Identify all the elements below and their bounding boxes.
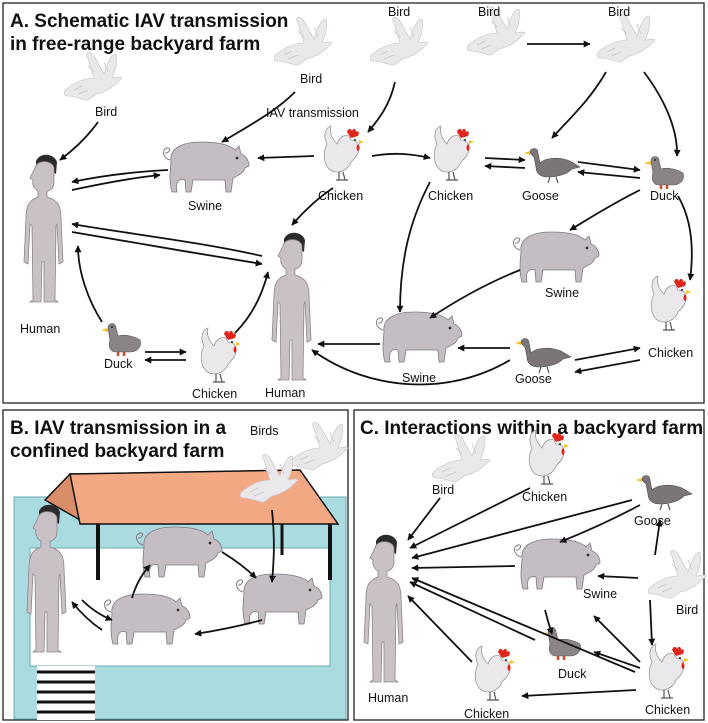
goose-icon — [523, 147, 581, 184]
panel-b-frame — [2, 409, 349, 721]
label-bird-top1: Bird — [388, 5, 410, 19]
wild-bird-icon — [596, 13, 656, 63]
wild-bird-icon — [289, 421, 349, 471]
human-icon — [363, 534, 404, 683]
label-goose-top: Goose — [522, 189, 559, 203]
chicken-icon — [200, 327, 242, 383]
goose-icon — [514, 337, 572, 374]
goose-icon — [635, 474, 693, 511]
panel-c-title: C. Interactions within a backyard farm — [360, 418, 703, 439]
label-swine-left: Swine — [188, 199, 222, 213]
label-iav-transmission: IAV transmission — [266, 106, 359, 120]
label-c-human: Human — [368, 691, 408, 705]
pig-icon — [162, 141, 250, 193]
chicken-icon — [474, 645, 516, 701]
label-goose-bottom: Goose — [515, 372, 552, 386]
duck-icon — [99, 322, 142, 358]
label-swine-right: Swine — [545, 286, 579, 300]
label-c-chicken-top: Chicken — [522, 490, 567, 504]
label-chicken-right: Chicken — [428, 189, 473, 203]
pig-icon — [512, 231, 600, 283]
human-icon — [271, 232, 312, 381]
label-chicken-far-right: Chicken — [648, 346, 693, 360]
label-c-bird-top: Bird — [432, 483, 454, 497]
label-bird-top2: Bird — [478, 5, 500, 19]
label-human-left: Human — [20, 322, 60, 336]
human-icon — [23, 154, 64, 303]
panel-a-frame — [2, 2, 705, 404]
panel-a-arrows — [59, 40, 695, 386]
wild-bird-icon — [431, 433, 491, 483]
pig-icon — [375, 311, 463, 363]
panel-c-frame — [353, 409, 705, 721]
label-bird-left: Bird — [95, 105, 117, 119]
panel-c-arrows — [407, 487, 663, 700]
wild-bird-icon — [369, 16, 429, 66]
label-human-center: Human — [265, 386, 305, 400]
label-bird-mid: Bird — [300, 72, 322, 86]
label-duck-bottom: Duck — [104, 357, 133, 371]
chicken-icon — [433, 125, 475, 181]
chicken-icon — [648, 643, 690, 699]
label-c-duck: Duck — [558, 667, 587, 681]
label-c-chicken-bottom-right: Chicken — [645, 703, 690, 717]
label-c-bird-right: Bird — [676, 603, 698, 617]
panel-a-title-line2: in free-range backyard farm — [10, 34, 260, 55]
pig-icon — [513, 538, 601, 590]
panel-b-title-line2: confined backyard farm — [10, 441, 224, 462]
label-birds: Birds — [250, 424, 278, 438]
label-c-goose: Goose — [634, 514, 671, 528]
chicken-icon — [650, 275, 692, 331]
label-duck-right: Duck — [650, 189, 679, 203]
panel-b-title-line1: B. IAV transmission in a — [10, 418, 227, 439]
label-bird-top3: Bird — [608, 5, 630, 19]
chicken-icon — [323, 125, 365, 181]
wild-bird-icon — [63, 51, 123, 101]
duck-icon — [539, 626, 582, 662]
label-chicken-bottom: Chicken — [192, 387, 237, 401]
panel-a-title-line1: A. Schematic IAV transmission — [10, 11, 288, 32]
label-swine-bottom: Swine — [402, 371, 436, 385]
label-c-chicken-bottom-left: Chicken — [464, 707, 509, 721]
duck-icon — [642, 155, 685, 191]
label-c-swine: Swine — [583, 587, 617, 601]
wild-bird-icon — [647, 549, 707, 599]
panel-b-arrows — [71, 509, 277, 637]
label-chicken-center: Chicken — [318, 189, 363, 203]
